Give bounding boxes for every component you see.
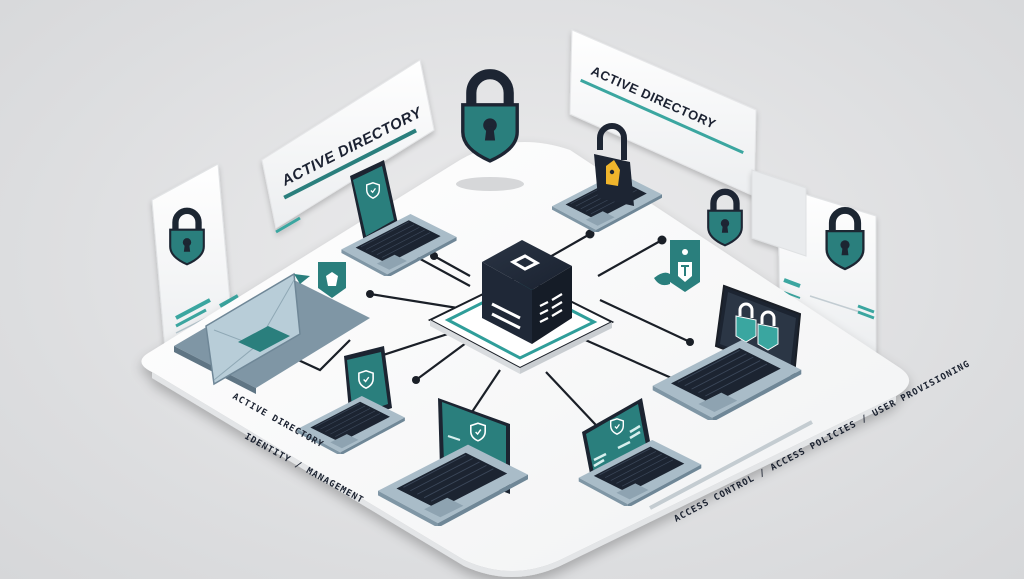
mail-icon [238, 326, 290, 352]
laptop-top-left[interactable] [340, 160, 458, 278]
server-cube-icon [509, 254, 541, 271]
shield-badge-left [318, 262, 346, 298]
laptop-right[interactable] [652, 284, 802, 422]
shield-badge-right [654, 240, 700, 292]
padlock-icon [708, 192, 742, 246]
right-banner-panel: ACTIVE DIRECTORY [569, 29, 757, 197]
padlock-icon [757, 310, 779, 351]
laptop-top-center[interactable] [552, 123, 662, 233]
laptop-bottom-center[interactable] [378, 398, 528, 528]
laptop-bottom-right[interactable] [578, 398, 702, 508]
padlock-icon [463, 74, 517, 161]
floating-padlock [456, 74, 524, 191]
padlock-icon [735, 302, 757, 343]
monitor-left[interactable] [174, 272, 370, 394]
laptop-bottom-left[interactable] [296, 346, 406, 456]
central-server [427, 240, 615, 374]
